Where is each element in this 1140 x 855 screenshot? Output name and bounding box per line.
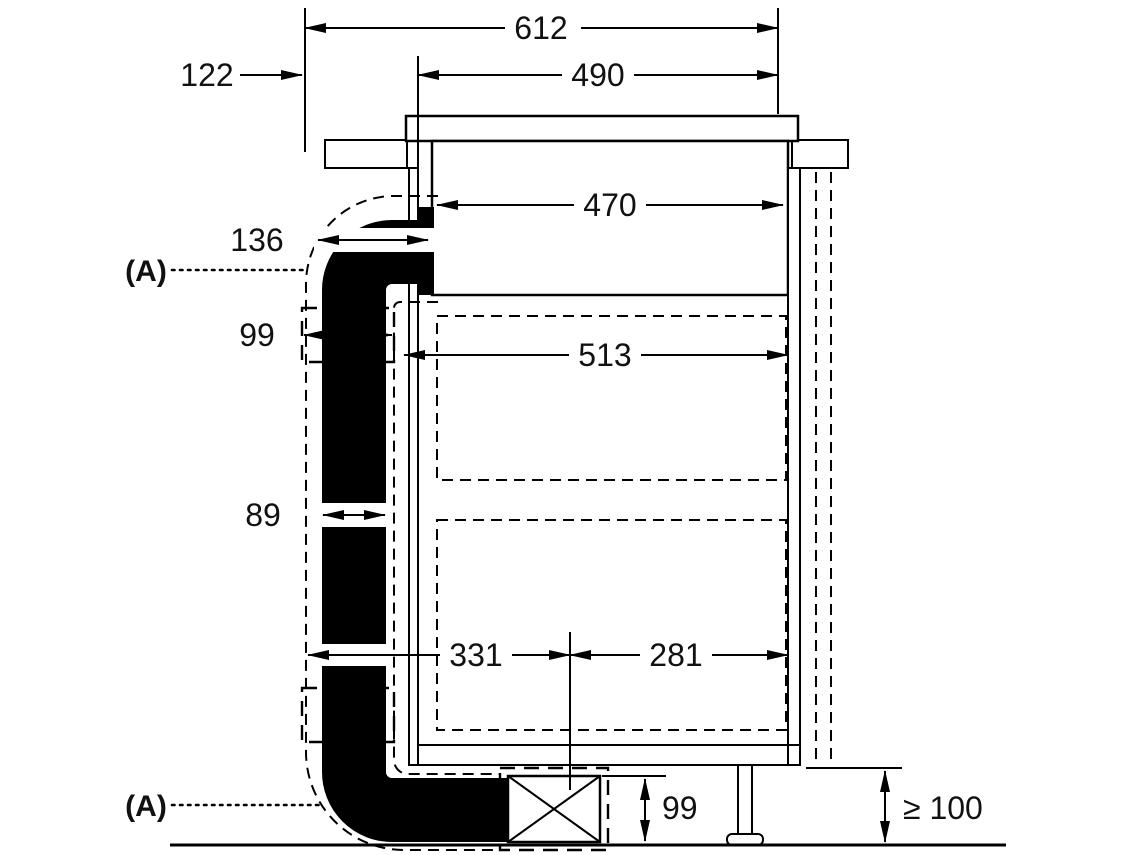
duct-outer-clearance-outline bbox=[305, 195, 500, 851]
lower-drawer-outline bbox=[436, 519, 787, 731]
dim-floor-right-span: 281 bbox=[649, 637, 702, 673]
cabinet-right-panel bbox=[787, 167, 801, 766]
dim-floor-left-span-bg bbox=[440, 637, 512, 673]
worktop-left-section bbox=[324, 139, 408, 169]
worktop-right-section bbox=[791, 139, 849, 169]
section-a-top-label: (A) bbox=[125, 255, 167, 288]
dim-overall-width: 612 bbox=[514, 10, 567, 46]
hob-top-plate bbox=[404, 114, 800, 143]
dim-left-offset: 122 bbox=[180, 57, 233, 93]
dim-floor-right-span-bg bbox=[640, 637, 712, 673]
exhaust-duct bbox=[300, 195, 610, 852]
dim-floor-left-span: 331 bbox=[449, 637, 502, 673]
dim-cabinet-inner-width: 513 bbox=[578, 337, 631, 373]
cabinet-leg-foot bbox=[726, 833, 764, 846]
dimension-annotations: 612 122 490 470 136 99 513 89 331 281 bbox=[125, 8, 983, 843]
plenum-clearance-outline bbox=[498, 766, 610, 852]
duct-channel bbox=[322, 220, 508, 842]
dim-duct-bend-depth: 136 bbox=[230, 222, 283, 258]
dim-hob-width-bg bbox=[562, 57, 634, 93]
plenum-diagonal-2 bbox=[507, 775, 601, 843]
cabinet-floor bbox=[417, 744, 801, 766]
dim-housing-width: 470 bbox=[583, 187, 636, 223]
dim-plenum-height: 99 bbox=[662, 790, 698, 826]
duct-section-marker-lower bbox=[300, 686, 396, 744]
dim-duct-section-width: 99 bbox=[239, 317, 275, 353]
dim-housing-width-bg bbox=[574, 187, 646, 223]
cabinet-left-panel bbox=[408, 167, 419, 766]
upper-drawer-outline bbox=[436, 315, 787, 481]
duct-section-marker-upper bbox=[300, 306, 396, 364]
dim-cabinet-inner-width-bg bbox=[569, 337, 641, 373]
dim-overall-width-bg bbox=[505, 10, 581, 46]
dim-duct-depth: 89 bbox=[245, 497, 281, 533]
dim-hob-width: 490 bbox=[571, 57, 624, 93]
cabinet-leg bbox=[737, 764, 753, 835]
duct-inner-clearance-outline bbox=[393, 301, 500, 775]
dim-floor-clearance: ≥ 100 bbox=[903, 790, 983, 826]
section-a-bottom-label: (A) bbox=[125, 790, 167, 823]
